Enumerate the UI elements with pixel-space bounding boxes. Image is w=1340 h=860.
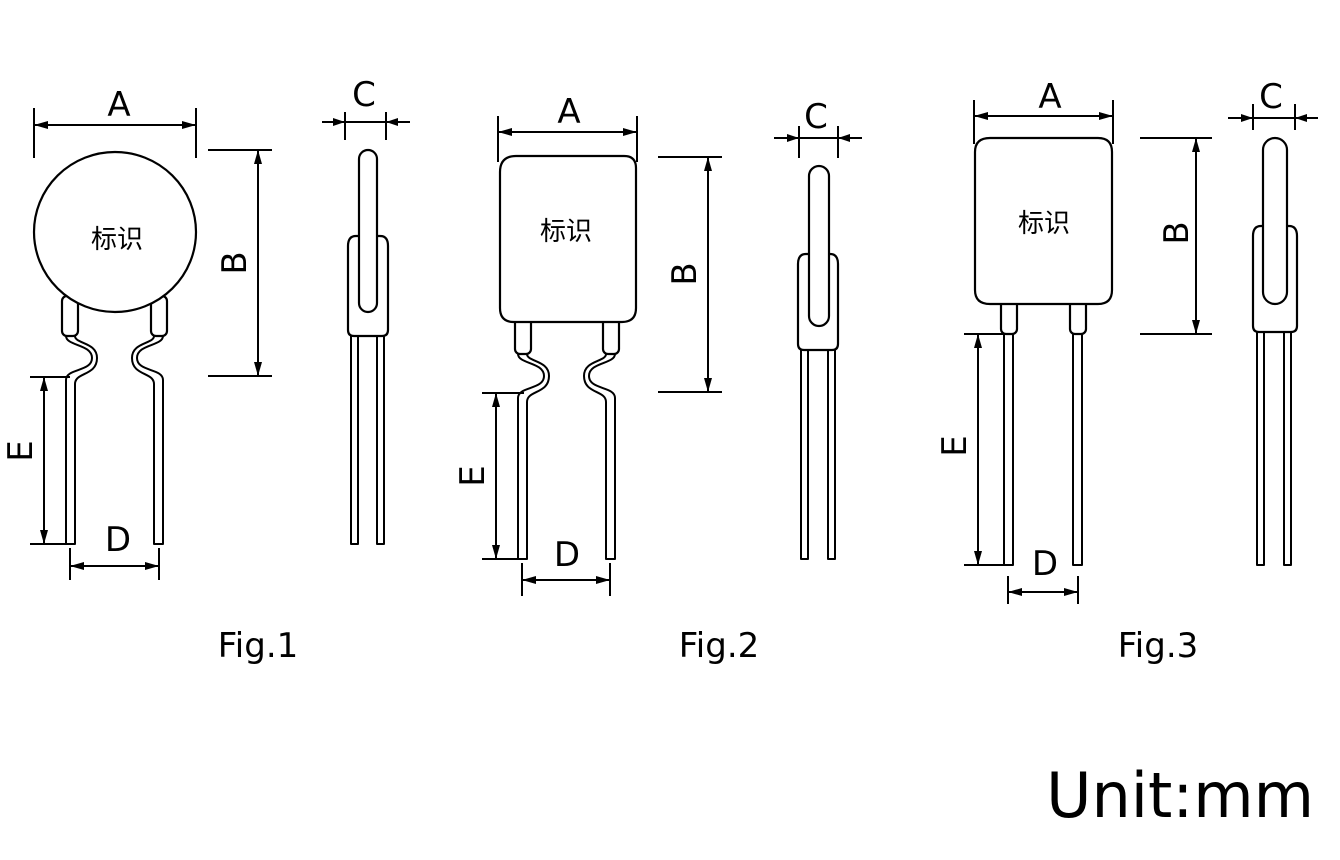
fig1-dim-c-arrow-right [386, 118, 398, 126]
fig2-dim-a-arrow-right [623, 128, 637, 136]
figure-1: 标识 A B E [1, 75, 410, 666]
fig2-side-leads [800, 349, 836, 560]
fig2-lead-left [517, 353, 550, 560]
fig2-side-view: C [774, 97, 862, 560]
fig1-dim-b-arrow-bottom [254, 362, 262, 376]
fig1-dim-c-label: C [352, 75, 376, 115]
fig1-lead-left [65, 335, 98, 545]
fig3-dim-e-label: E [935, 435, 975, 456]
fig3-dim-d-label: D [1032, 544, 1058, 584]
unit-note: Unit:mm [1046, 759, 1314, 832]
fig2-lead-right [583, 353, 616, 560]
fig1-side-leads [350, 335, 385, 545]
fig1-dim-b-arrow-top [254, 150, 262, 164]
fig1-dim-e-arrow-top [40, 377, 48, 391]
figure-2: 标识 A B E [453, 92, 862, 666]
fig3-square-body [973, 136, 1114, 306]
fig2-dim-a-arrow-left [498, 128, 512, 136]
fig2-dim-b-arrow-bottom [704, 378, 712, 392]
fig3-dim-a-arrow-right [1099, 112, 1113, 120]
fig2-dim-c-label: C [804, 97, 828, 137]
fig2-lead-neck-left [513, 316, 533, 356]
fig1-front-view: 标识 A B E [1, 85, 272, 580]
fig2-dim-d-arrow-right [596, 576, 610, 584]
fig2-square-body [498, 154, 638, 324]
fig3-dim-a-arrow-left [974, 112, 988, 120]
fig3-dim-d-arrow-right [1064, 588, 1078, 596]
fig1-dim-a-arrow-right [182, 121, 196, 129]
fig2-dim-e-arrow-bottom [492, 545, 500, 559]
fig1-side-body [357, 148, 379, 314]
fig3-body-marking: 标识 [1018, 209, 1070, 239]
fig1-dim-c-arrow-left [333, 118, 345, 126]
fig3-dim-b-arrow-bottom [1192, 320, 1200, 334]
fig2-dim-c-arrow-right [838, 134, 850, 142]
fig2-dim-e-arrow-top [492, 393, 500, 407]
fig3-lead-right [1072, 333, 1083, 566]
fig3-dim-c-arrow-left [1241, 114, 1253, 122]
fig2-side-body [807, 164, 831, 328]
fig1-side-view: C [322, 75, 410, 545]
fig2-dim-d-arrow-left [522, 576, 536, 584]
fig1-dim-a-label: A [107, 85, 130, 125]
fig1-disc-body [32, 150, 198, 314]
fig3-side-body [1261, 136, 1289, 306]
fig1-dim-a-arrow-left [34, 121, 48, 129]
fig3-lead-left [1003, 333, 1014, 566]
fig2-body-marking: 标识 [540, 217, 592, 247]
fig3-dim-e-arrow-bottom [974, 551, 982, 565]
fig1-dim-b-label: B [215, 251, 255, 274]
fig2-caption: Fig.2 [679, 626, 760, 666]
fig3-dim-b-label: B [1157, 221, 1197, 244]
fig2-dim-d-label: D [554, 535, 580, 575]
fig2-lead-neck-right [601, 316, 621, 356]
fig1-dim-e-label: E [1, 440, 41, 461]
fig3-caption: Fig.3 [1118, 626, 1199, 666]
fig3-dim-a-label: A [1038, 77, 1061, 117]
fig2-dim-b-label: B [665, 262, 705, 285]
figure-3: 标识 A B E [935, 77, 1318, 666]
fig2-front-view: 标识 A B E [453, 92, 722, 596]
fig3-side-view: C [1228, 77, 1318, 566]
fig3-front-view: 标识 A B E [935, 77, 1212, 604]
fig3-dim-b-arrow-top [1192, 138, 1200, 152]
fig2-dim-c-arrow-left [787, 134, 799, 142]
fig1-body-marking: 标识 [91, 225, 143, 255]
fig3-side-leads [1256, 331, 1292, 566]
fig1-lead-right [131, 335, 164, 545]
fig3-dim-e-arrow-top [974, 334, 982, 348]
fig3-lead-neck-left [999, 298, 1019, 336]
fig1-dim-d-arrow-left [70, 562, 84, 570]
fig1-dim-d-arrow-right [145, 562, 159, 570]
fig3-lead-neck-right [1068, 298, 1088, 336]
fig3-dim-c-arrow-right [1295, 114, 1307, 122]
fig1-caption: Fig.1 [218, 626, 299, 666]
fig2-dim-a-label: A [557, 92, 580, 132]
fig2-dim-b-arrow-top [704, 157, 712, 171]
fig1-dim-d-label: D [105, 520, 131, 560]
fig2-dim-e-label: E [453, 465, 493, 486]
fig1-dim-e-arrow-bottom [40, 530, 48, 544]
fig3-dim-d-arrow-left [1008, 588, 1022, 596]
fig3-dim-c-label: C [1259, 77, 1283, 117]
